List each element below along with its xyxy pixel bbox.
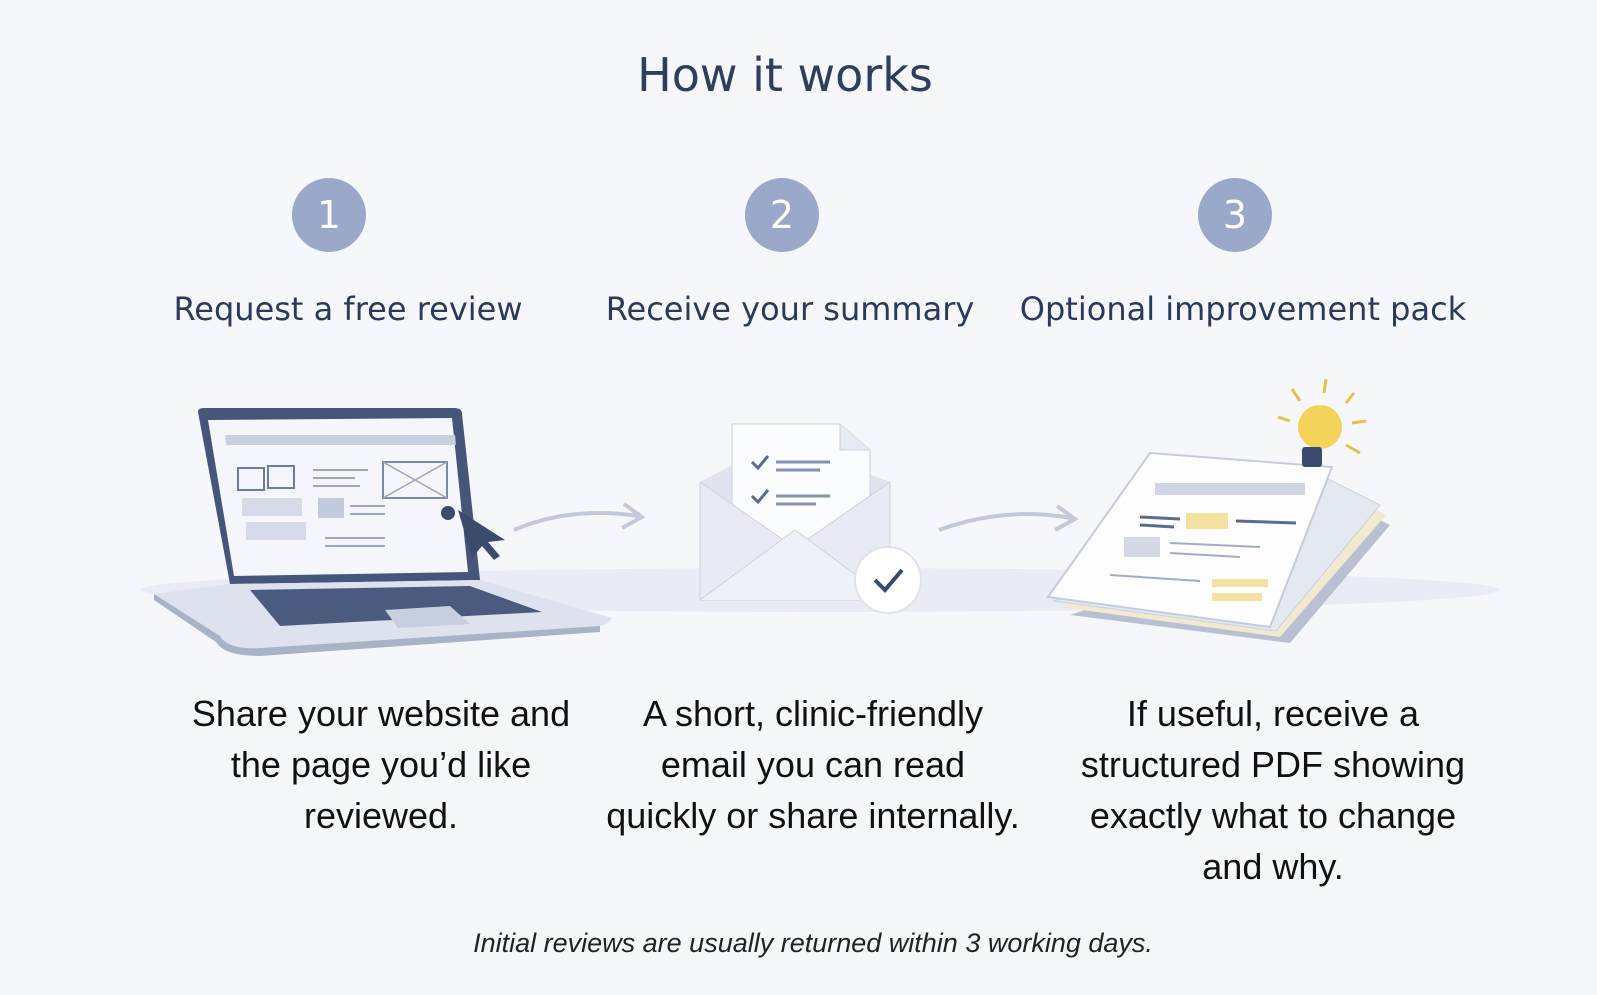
step-number-badge: 3	[1198, 178, 1272, 252]
step-title: Optional improvement pack	[1019, 290, 1467, 328]
step-number-badge: 1	[292, 178, 366, 252]
laptop-icon	[154, 408, 612, 656]
step-title: Receive your summary	[605, 290, 975, 328]
document-stack-icon	[1046, 378, 1390, 643]
arrow-icon	[938, 504, 1079, 532]
step-description: A short, clinic-friendly email you can r…	[606, 693, 1020, 836]
step-title: Request a free review	[173, 290, 523, 328]
arrow-icon	[513, 502, 646, 532]
footnote: Initial reviews are usually returned wit…	[473, 928, 1153, 958]
page-title: How it works	[637, 48, 933, 102]
step-description: Share your website and the page you’d li…	[191, 693, 571, 836]
step-description: If useful, receive a structured PDF show…	[1080, 693, 1466, 887]
step-number-badge: 2	[745, 178, 819, 252]
envelope-icon	[699, 423, 922, 614]
